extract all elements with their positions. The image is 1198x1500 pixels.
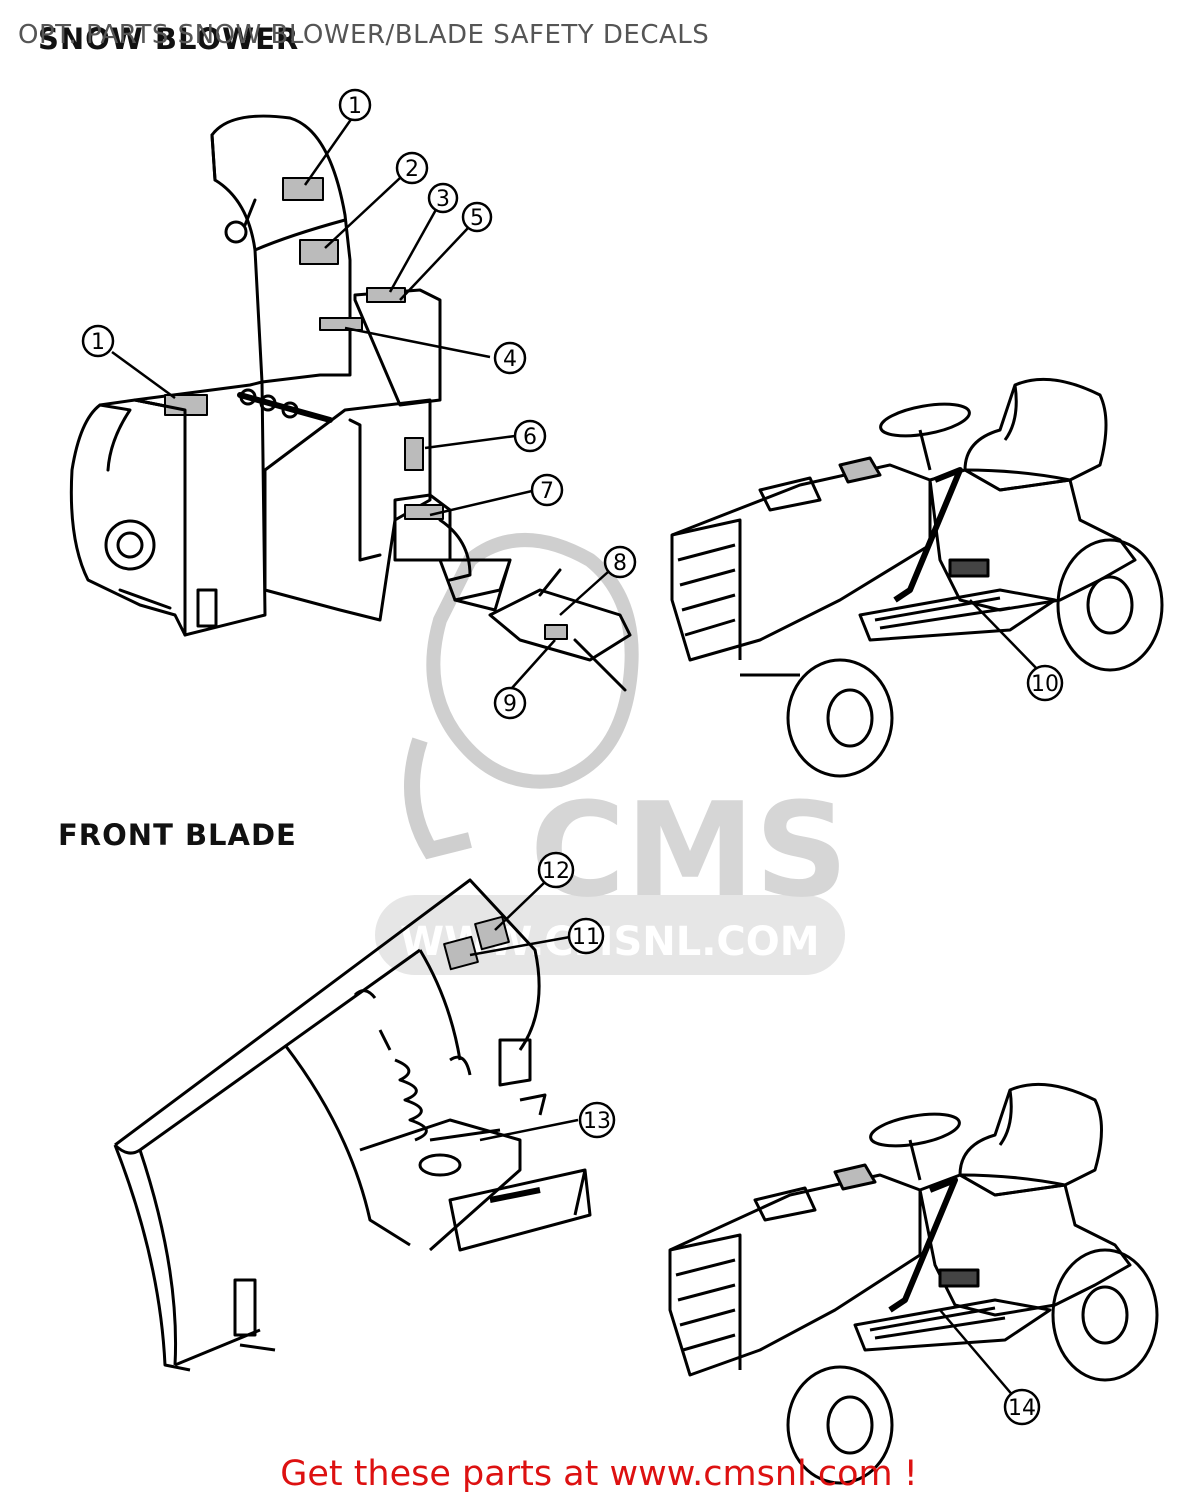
footer-link[interactable]: Get these parts at www.cmsnl.com ! [280,1454,918,1494]
callout-bubble: 6 [513,419,547,453]
callout-number: 5 [470,206,484,231]
callout-bubble: 12 [537,851,575,889]
page-title: OPT. PARTS SNOW BLOWER/BLADE SAFETY DECA… [18,20,710,50]
callout-number: 1 [348,94,362,119]
callouts: 1 2 3 5 1 4 6 7 8 9 10 12 11 13 14 [81,88,1064,1426]
leader-lines [111,117,1041,1399]
callout-bubble: 14 [1003,1388,1041,1426]
callout-bubble: 7 [530,473,564,507]
callout-number: 11 [572,925,600,950]
callout-number: 13 [583,1109,611,1134]
callout-bubble: 2 [395,151,429,185]
callout-bubble: 1 [338,88,372,122]
watermark-logo: CMS [530,774,848,926]
callout-number: 4 [503,347,517,372]
callout-bubble: 1 [81,324,115,358]
callout-number: 3 [436,187,450,212]
callout-bubble: 13 [578,1101,616,1139]
callout-bubble: 11 [567,917,605,955]
front-blade-drawing [113,878,592,1372]
callout-bubble: 4 [493,341,527,375]
callout-bubble: 9 [493,686,527,720]
callout-bubble: 5 [461,201,493,233]
cms-watermark: CMS WWW.CMSNL.COM [375,533,848,975]
callout-bubble: 8 [603,545,637,579]
callout-bubble: 10 [1026,664,1064,702]
callout-bubble: 3 [427,182,459,214]
callout-number: 7 [540,479,554,504]
snow-blower-drawing [69,114,632,692]
callout-number: 2 [405,157,419,182]
callout-number: 8 [613,551,627,576]
front-blade-heading: FRONT BLADE [58,818,297,852]
callout-number: 6 [523,425,537,450]
tractor-bottom-drawing [668,1082,1159,1485]
callout-number: 1 [91,330,105,355]
callout-number: 14 [1008,1396,1036,1421]
callout-number: 10 [1031,672,1059,697]
callout-number: 9 [503,692,517,717]
snow-blower-heading: SNOW BLOWER [38,22,300,56]
callout-number: 12 [542,859,570,884]
tractor-top-drawing [670,377,1164,778]
